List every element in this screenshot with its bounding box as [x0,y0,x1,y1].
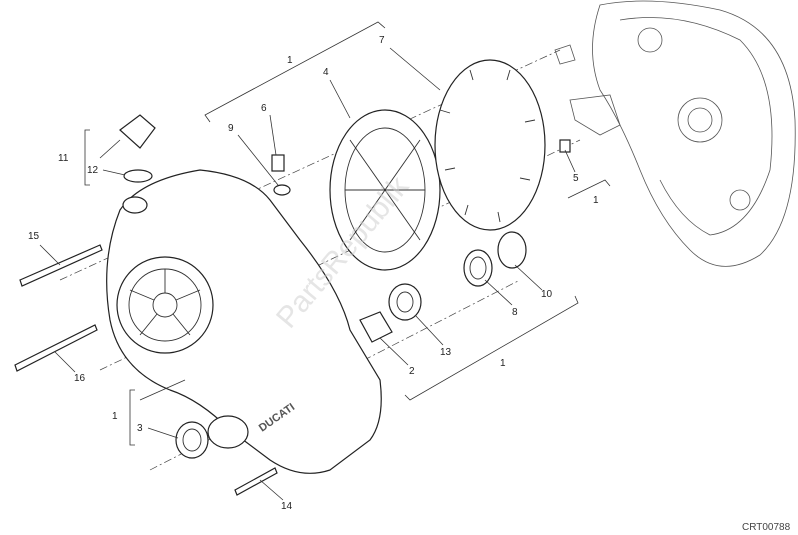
bolt-16 [14,324,98,372]
callout-9: 9 [228,123,234,134]
callout-6: 6 [261,103,267,114]
clutch-plate [434,59,546,231]
engine-crankcase [554,0,796,267]
washer-9 [273,184,291,196]
bolt-15 [19,244,103,287]
diagram-code: CRT00788 [742,522,791,533]
callout-2: 2 [409,366,415,377]
bushing-2 [359,311,393,343]
washer-8 [463,249,493,287]
callout-1-right: 1 [593,195,599,206]
circlip-10 [497,231,527,269]
group-brackets [84,21,611,446]
bearing-13 [388,283,422,321]
callout-11: 11 [58,153,69,164]
bolt-14 [234,467,278,496]
callout-1-mid: 1 [500,358,506,369]
plug-6 [271,154,285,172]
callout-3: 3 [137,423,143,434]
callout-5: 5 [573,173,579,184]
callout-15: 15 [28,231,40,242]
callout-7: 7 [379,35,385,46]
callout-16: 16 [74,373,86,384]
callout-14: 14 [281,501,293,512]
callout-labels: 1 7 4 6 9 11 12 15 16 5 1 8 10 2 13 1 1 … [28,35,599,512]
callout-13: 13 [440,347,452,358]
o-ring-12 [123,169,153,183]
screw-5 [559,139,571,153]
callout-1-left: 1 [112,411,118,422]
callout-8: 8 [512,307,518,318]
oil-filler-cap [119,114,156,149]
callout-10: 10 [541,289,553,300]
callout-4: 4 [323,67,329,78]
clutch-basket [329,109,441,271]
oil-seal-3 [175,421,209,459]
leader-lines [39,47,576,501]
callout-1-top: 1 [287,55,293,66]
callout-12: 12 [87,165,99,176]
clutch-cover: DUCATI [106,169,382,474]
